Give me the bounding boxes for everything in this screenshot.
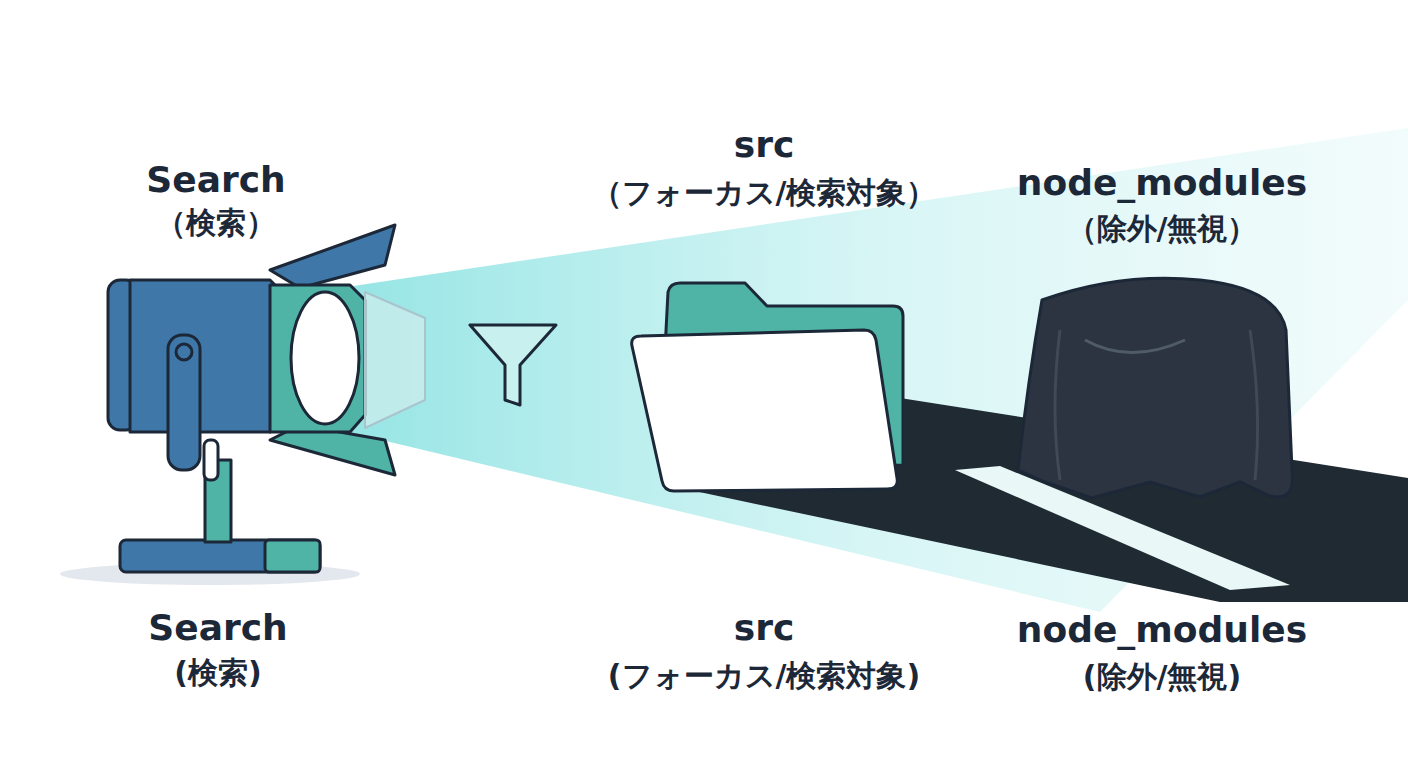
heading-label: src — [734, 608, 795, 648]
subtitle-label: (フォーカス/検索対象) — [608, 659, 920, 692]
spotlight — [108, 225, 425, 572]
folder-icon — [632, 283, 903, 491]
heading-label: Search — [148, 608, 287, 648]
covered-object — [1018, 278, 1293, 498]
cloth-fold — [1085, 340, 1185, 353]
spotlight-body — [130, 280, 290, 432]
yoke-pivot — [176, 344, 192, 360]
lens-glow — [365, 292, 425, 428]
spotlight-yoke — [168, 335, 200, 470]
barn-door-top — [270, 225, 395, 288]
subtitle-label: (検索) — [174, 656, 261, 689]
cloth-fold — [1250, 330, 1258, 480]
light-beam — [340, 128, 1408, 612]
subtitle-label: （フォーカス/検索対象） — [592, 176, 937, 209]
cloth-cover — [1018, 278, 1293, 498]
subtitle-label: （除外/無視） — [1067, 212, 1258, 245]
subtitle-label: （検索） — [156, 206, 276, 239]
spotlight-base — [120, 540, 320, 572]
spotlight-collar — [270, 285, 365, 432]
subtitle-label: (除外/無視) — [1083, 660, 1241, 693]
spotlight-base-accent — [265, 540, 320, 572]
filter-funnel — [470, 325, 556, 405]
spotlight-lens — [291, 292, 359, 424]
folder-front — [632, 330, 898, 491]
heading-label: src — [734, 125, 795, 165]
heading-label: node_modules — [1017, 610, 1307, 650]
cloth-fold — [1055, 330, 1060, 480]
heading-label: Search — [146, 160, 285, 200]
heading-label: node_modules — [1017, 163, 1307, 203]
yoke-slot — [204, 440, 218, 480]
